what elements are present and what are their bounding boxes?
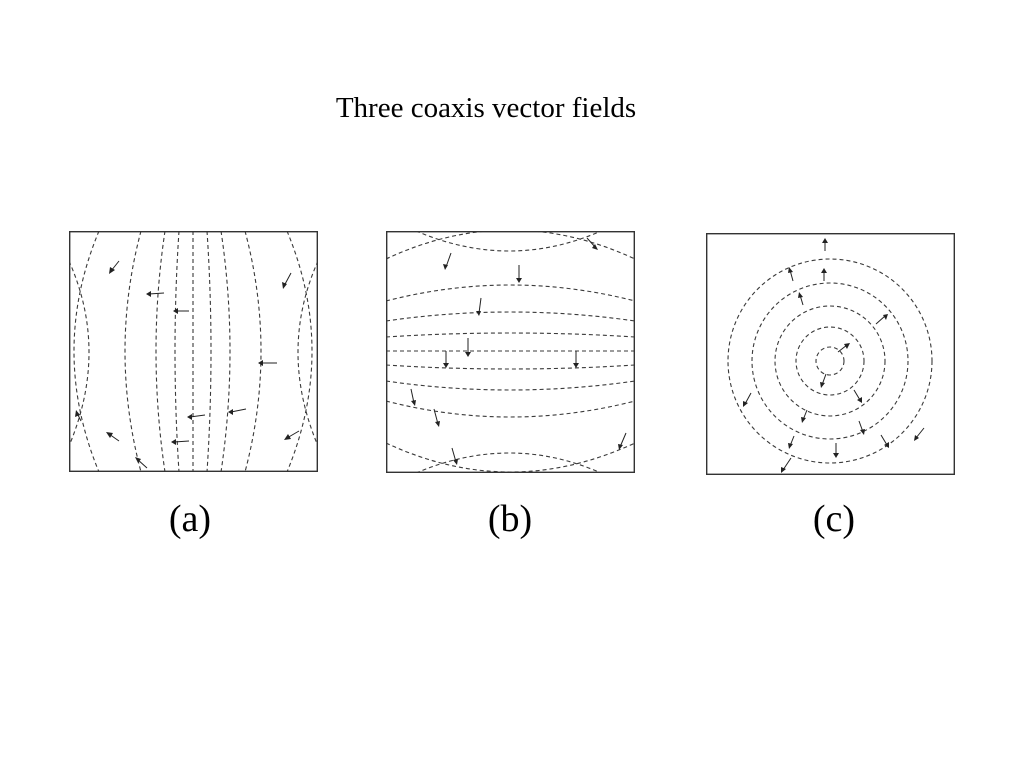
- vector-field-panel-b: [386, 231, 635, 473]
- caption-b: (b): [487, 498, 533, 540]
- vector-arrows-a: [75, 260, 300, 469]
- page-title: Three coaxis vector fields: [335, 92, 637, 124]
- vector-field-panel-c: [706, 233, 955, 475]
- vector-field-a-diagram: [69, 231, 318, 472]
- vector-field-b-diagram: [386, 231, 635, 473]
- caption-c: (c): [812, 498, 856, 540]
- vector-field-c-diagram: [706, 233, 955, 475]
- vector-arrows-b: [410, 237, 627, 465]
- field-lines-a: [69, 231, 318, 472]
- vector-field-panel-a: [69, 231, 318, 472]
- field-lines-c: [727, 258, 933, 464]
- field-lines-b: [386, 231, 635, 473]
- caption-a: (a): [168, 498, 212, 540]
- vector-arrows-c: [743, 238, 925, 473]
